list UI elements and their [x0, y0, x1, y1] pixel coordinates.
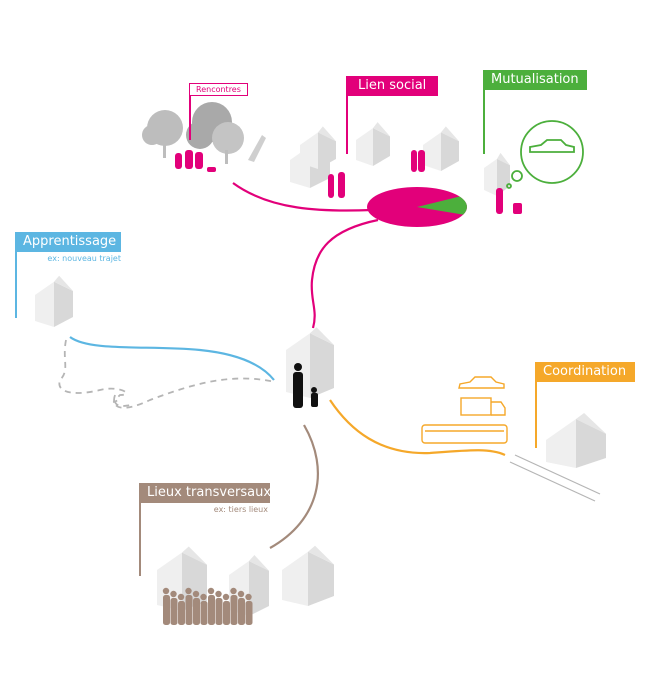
- person-head: [207, 587, 215, 595]
- person-body: [170, 598, 178, 625]
- person-head: [192, 590, 200, 598]
- apprentissage-subtitle: ex: nouveau trajet: [47, 254, 121, 263]
- person-head: [177, 593, 185, 601]
- house-social-4: [423, 126, 459, 171]
- person-with-dog: [293, 363, 318, 408]
- bus-icon: [421, 424, 508, 444]
- taxi-icon: [458, 376, 505, 389]
- label-lieux-transversaux: Lieux transversaux: [139, 483, 271, 503]
- truck-icon: [460, 397, 492, 416]
- trees-icon: [142, 102, 266, 164]
- path-coordination: [329, 399, 506, 457]
- person-body: [215, 598, 223, 625]
- station-building: [546, 413, 606, 468]
- person-body: [200, 601, 208, 625]
- house-social-2: [300, 126, 336, 169]
- people-pink: [175, 150, 522, 214]
- person-body: [223, 601, 230, 625]
- person-head: [162, 587, 170, 595]
- lieux-pole: [139, 483, 141, 576]
- person-body: [230, 595, 238, 625]
- path-lieux: [269, 424, 319, 549]
- path-rencontres: [232, 182, 373, 212]
- person-body: [185, 595, 193, 625]
- car-icon: [529, 139, 575, 153]
- person-head: [245, 593, 252, 601]
- pie-slice-green: [417, 196, 467, 215]
- person-head: [230, 587, 237, 595]
- coordination-pole: [535, 362, 537, 448]
- rencontres-pole: [189, 94, 191, 140]
- lieux-subtitle: ex: tiers lieux: [213, 505, 268, 514]
- house-social-3: [356, 122, 390, 166]
- path-dashed: [58, 339, 276, 409]
- label-apprentissage: Apprentissage: [15, 232, 121, 252]
- people-group-brown: [162, 587, 253, 625]
- path-lien-social: [310, 218, 379, 329]
- label-mutualisation: Mutualisation: [483, 70, 587, 90]
- person-body: [163, 595, 170, 625]
- person-body: [208, 595, 215, 625]
- mutualisation-pole: [483, 70, 485, 154]
- person-head: [222, 593, 230, 601]
- person-head: [215, 590, 222, 598]
- person-head: [200, 593, 207, 601]
- path-apprentissage: [69, 336, 275, 381]
- transport-icons: [421, 376, 508, 444]
- person-body: [245, 601, 253, 625]
- lien-social-pole: [346, 76, 348, 154]
- house-lieux-3: [282, 545, 334, 606]
- person-head: [185, 587, 192, 595]
- person-head: [170, 590, 177, 598]
- apprentissage-pole: [15, 232, 17, 318]
- railway-icon: [509, 454, 601, 502]
- person-body: [193, 598, 200, 625]
- person-head: [237, 590, 245, 598]
- label-rencontres: Rencontres: [189, 83, 248, 96]
- person-body: [178, 601, 185, 625]
- label-coordination: Coordination: [535, 362, 635, 382]
- car-thought-bubble: [506, 120, 584, 189]
- pie-chart: [367, 187, 467, 227]
- label-lien-social: Lien social: [346, 76, 439, 96]
- house-apprentissage: [35, 275, 73, 327]
- person-body: [238, 598, 245, 625]
